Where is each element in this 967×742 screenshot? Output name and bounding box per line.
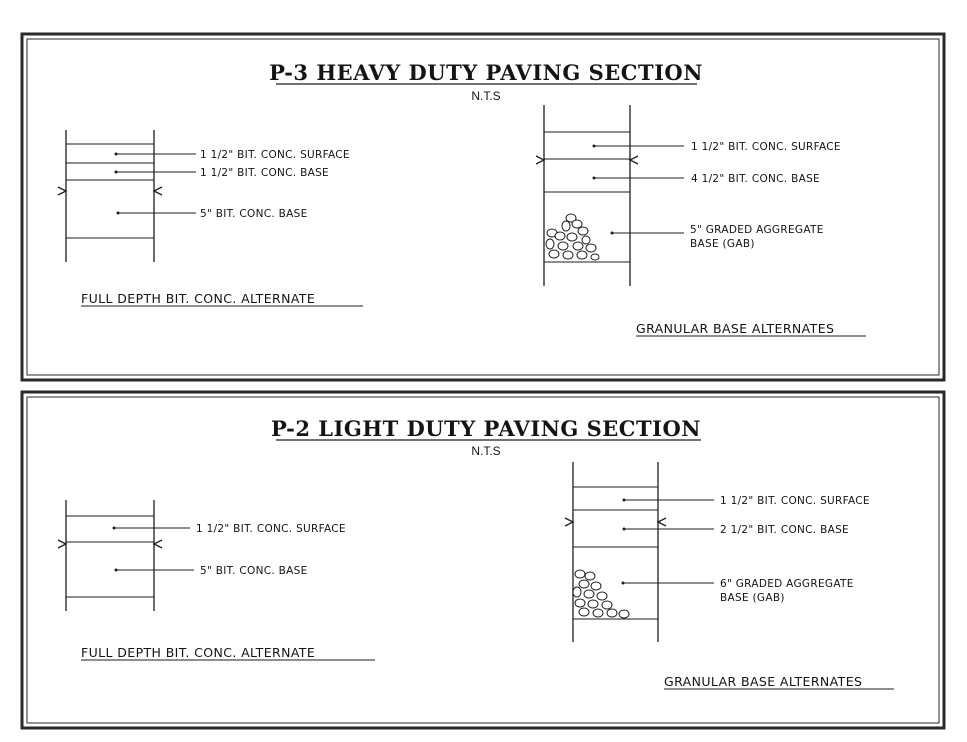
light-scale: N.T.S [471,444,500,458]
aggregate-pattern [572,569,630,619]
heavy-title: P-3 HEAVY DUTY PAVING SECTION [269,60,703,85]
break-symbol [57,539,68,549]
heavy-full-depth-caption: FULL DEPTH BIT. CONC. ALTERNATE [81,291,315,306]
break-symbol [628,155,639,165]
layer-label: 5" GRADED AGGREGATE [690,224,824,236]
light-granular-caption: GRANULAR BASE ALTERNATES [664,674,862,689]
layer-label: 1 1/2" BIT. CONC. SURFACE [720,495,870,507]
heavy-scale: N.T.S [471,89,500,103]
layer-label: 1 1/2" BIT. CONC. SURFACE [691,141,841,153]
layer-label: 1 1/2" BIT. CONC. SURFACE [196,523,346,535]
layer-label: 5" BIT. CONC. BASE [200,208,308,220]
layer-label: BASE (GAB) [720,592,785,604]
light-full-depth-caption: FULL DEPTH BIT. CONC. ALTERNATE [81,645,315,660]
layer-label: 4 1/2" BIT. CONC. BASE [691,173,820,185]
heavy-full-depth-section: 1 1/2" BIT. CONC. SURFACE 1 1/2" BIT. CO… [57,130,363,307]
light-full-depth-section: 1 1/2" BIT. CONC. SURFACE 5" BIT. CONC. … [57,500,375,661]
break-symbol [152,539,163,549]
layer-label: 6" GRADED AGGREGATE [720,578,854,590]
layer-label: 5" BIT. CONC. BASE [200,565,308,577]
break-symbol [152,186,163,196]
heavy-granular-section: 1 1/2" BIT. CONC. SURFACE 4 1/2" BIT. CO… [535,105,866,337]
light-duty-panel: P-2 LIGHT DUTY PAVING SECTION N.T.S 1 1/… [20,390,946,730]
light-granular-section: 1 1/2" BIT. CONC. SURFACE 2 1/2" BIT. CO… [564,462,894,690]
aggregate-pattern [545,213,600,261]
break-symbol [535,155,546,165]
break-symbol [656,517,667,527]
heavy-granular-caption: GRANULAR BASE ALTERNATES [636,321,834,336]
light-title: P-2 LIGHT DUTY PAVING SECTION [271,416,701,441]
layer-label: BASE (GAB) [690,238,755,250]
layer-label: 1 1/2" BIT. CONC. BASE [200,167,329,179]
layer-label: 1 1/2" BIT. CONC. SURFACE [200,149,350,161]
break-symbol [564,517,575,527]
layer-label: 2 1/2" BIT. CONC. BASE [720,524,849,536]
heavy-duty-panel: P-3 HEAVY DUTY PAVING SECTION N.T.S 1 1/… [20,32,946,382]
break-symbol [57,186,68,196]
